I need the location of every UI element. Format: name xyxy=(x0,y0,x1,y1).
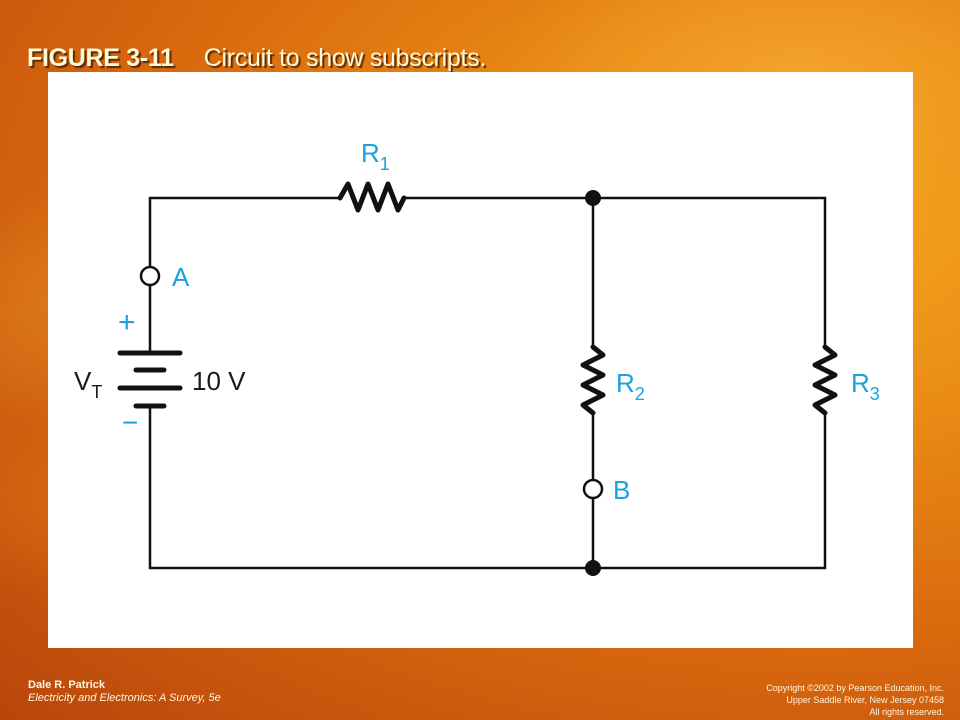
battery-label: VT xyxy=(74,366,102,402)
plus-sign: + xyxy=(118,306,136,339)
minus-sign: − xyxy=(122,407,138,438)
r3-label: R3 xyxy=(851,368,880,404)
resistor-r1-symbol xyxy=(337,181,407,213)
diagram-panel: R1 R2 R3 A B + − VT 10 V xyxy=(48,72,913,648)
terminal-a-circle xyxy=(139,265,161,287)
circuit-diagram: R1 R2 R3 A B + − VT 10 V xyxy=(74,138,880,576)
r1-label: R1 xyxy=(361,138,390,174)
resistor-r3-symbol xyxy=(812,344,838,416)
copyright-line: All rights reserved. xyxy=(869,707,944,717)
junction-dot-top xyxy=(585,190,601,206)
author-name: Dale R. Patrick xyxy=(28,679,106,691)
book-title: Electricity and Electronics: A Survey, 5… xyxy=(28,692,221,704)
circuit-wires xyxy=(148,181,838,570)
point-b-label: B xyxy=(613,475,630,505)
footer-credit: Dale R. Patrick Electricity and Electron… xyxy=(28,679,221,705)
copyright-line: Copyright ©2002 by Pearson Education, In… xyxy=(766,683,944,693)
resistor-r2-symbol xyxy=(580,344,606,416)
battery-value: 10 V xyxy=(192,366,246,396)
copyright-line: Upper Saddle River, New Jersey 07458 xyxy=(786,695,944,705)
point-a-label: A xyxy=(172,262,190,292)
terminal-b-circle xyxy=(582,478,604,500)
r2-label: R2 xyxy=(616,368,645,404)
footer-copyright: Copyright ©2002 by Pearson Education, In… xyxy=(766,682,944,718)
slide-title: FIGURE 3-11 Circuit to show subscripts. xyxy=(27,44,486,73)
figure-caption: Circuit to show subscripts. xyxy=(203,44,487,72)
junction-dot-bottom xyxy=(585,560,601,576)
figure-number: FIGURE 3-11 xyxy=(27,44,174,72)
battery-symbol xyxy=(117,350,183,409)
